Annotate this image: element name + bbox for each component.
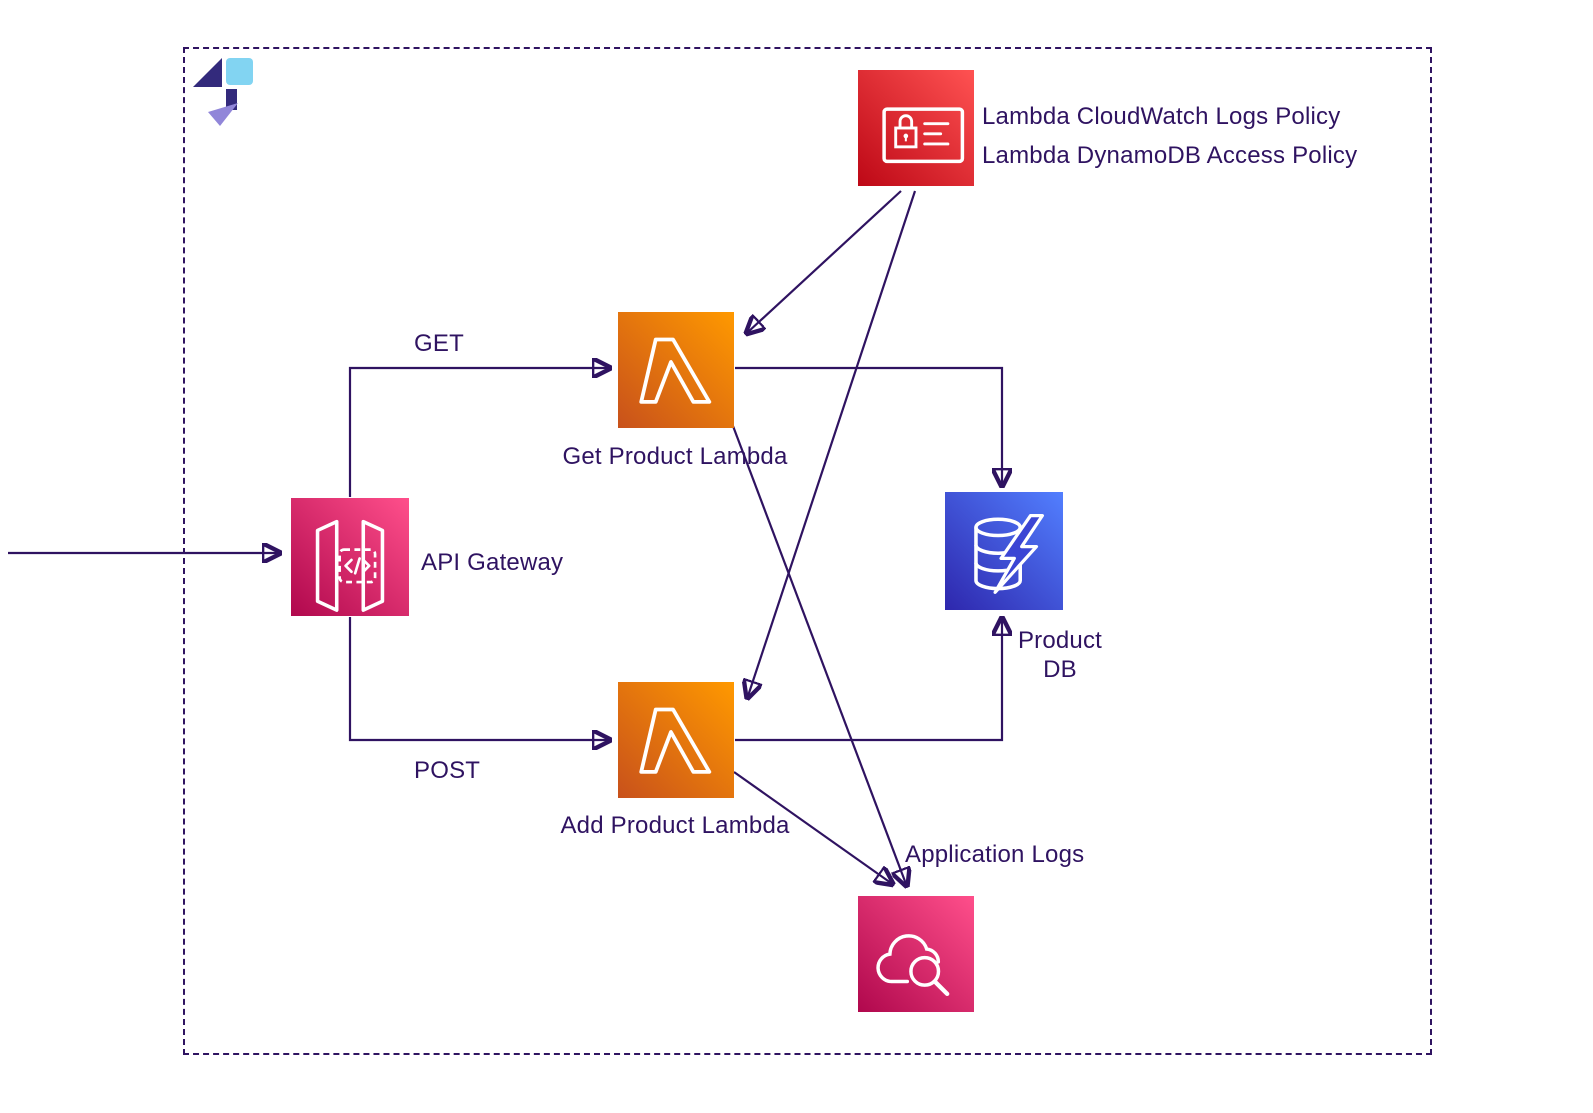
product-db-node xyxy=(945,492,1063,610)
get-product-lambda-node xyxy=(618,312,734,428)
application-logs-label: Application Logs xyxy=(905,841,1085,868)
add-product-lambda-label: Add Product Lambda xyxy=(560,812,790,839)
post-edge-label: POST xyxy=(414,757,481,784)
get-product-lambda-label: Get Product Lambda xyxy=(562,443,788,470)
get-edge-label: GET xyxy=(414,330,464,357)
diagram-tool-logo-icon xyxy=(193,58,253,126)
product-db-label: Product DB xyxy=(1018,626,1102,684)
iam-policy-node xyxy=(858,70,974,186)
diagram-tool-logo xyxy=(191,54,257,132)
iam-policy-icon xyxy=(882,107,965,164)
add-product-lambda-node xyxy=(618,682,734,798)
diagram-border xyxy=(183,47,1432,1055)
iam-policy-label-line2: Lambda DynamoDB Access Policy xyxy=(982,142,1358,169)
lambda-icon xyxy=(639,337,712,404)
dynamodb-icon xyxy=(974,513,1044,594)
application-logs-node xyxy=(858,896,974,1012)
product-db-label-line2: DB xyxy=(1043,656,1077,683)
api-gateway-node xyxy=(291,498,409,616)
cloudwatch-logs-icon xyxy=(876,934,950,997)
api-gateway-icon xyxy=(315,519,385,612)
lambda-icon xyxy=(639,707,712,774)
api-gateway-label: API Gateway xyxy=(421,549,564,576)
iam-policy-label-line1: Lambda CloudWatch Logs Policy xyxy=(982,103,1341,130)
product-db-label-line1: Product xyxy=(1017,627,1103,654)
